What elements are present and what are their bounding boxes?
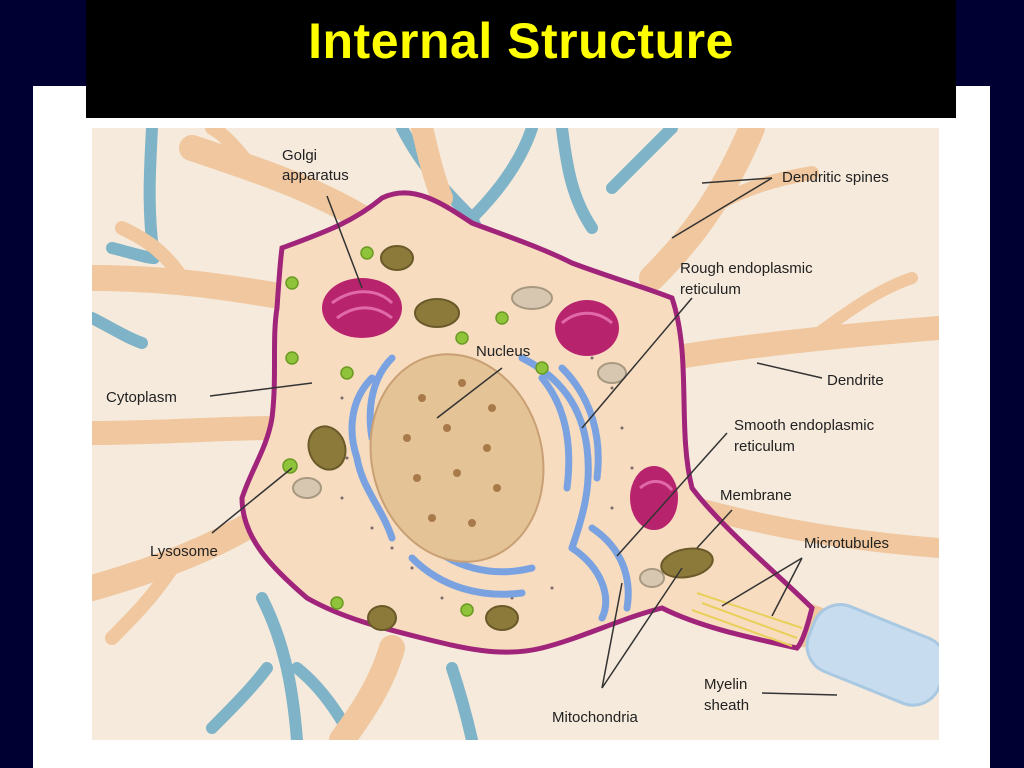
endoplasmic-reticulum bbox=[348, 354, 632, 622]
leader-lines bbox=[209, 177, 838, 696]
vesicles bbox=[292, 286, 665, 588]
label-golgi-line1: Golgi bbox=[282, 147, 317, 164]
nucleus-shape bbox=[369, 353, 545, 563]
label-microtubules: Microtubules bbox=[804, 535, 889, 552]
title-bar: Internal Structure bbox=[86, 0, 956, 118]
neuron-diagram: Golgi apparatus Dendritic spines Rough e… bbox=[92, 128, 939, 740]
label-myelin-line2: sheath bbox=[704, 697, 749, 714]
label-myelin-line1: Myelin bbox=[704, 676, 747, 693]
label-dendritic-spines: Dendritic spines bbox=[782, 169, 889, 186]
label-lysosome: Lysosome bbox=[150, 543, 218, 560]
label-rough-er-line2: reticulum bbox=[680, 281, 741, 298]
label-dendrite: Dendrite bbox=[827, 372, 884, 389]
label-golgi-line2: apparatus bbox=[282, 167, 349, 184]
microtubules-shape bbox=[691, 592, 803, 647]
label-rough-er-line1: Rough endoplasmic bbox=[680, 260, 813, 277]
label-cytoplasm: Cytoplasm bbox=[106, 389, 177, 406]
label-mitochondria: Mitochondria bbox=[552, 709, 639, 726]
golgi-apparatus-shape bbox=[322, 278, 678, 530]
mitochondria-shapes bbox=[307, 245, 714, 631]
myelin-sheath-shape bbox=[805, 603, 939, 707]
label-membrane: Membrane bbox=[720, 487, 792, 504]
label-smooth-er-line1: Smooth endoplasmic bbox=[734, 417, 875, 434]
lysosome-shapes bbox=[282, 246, 549, 617]
label-smooth-er-line2: reticulum bbox=[734, 438, 795, 455]
nucleus-pores bbox=[403, 379, 501, 527]
slide-title: Internal Structure bbox=[308, 13, 734, 69]
label-nucleus: Nucleus bbox=[476, 343, 530, 360]
